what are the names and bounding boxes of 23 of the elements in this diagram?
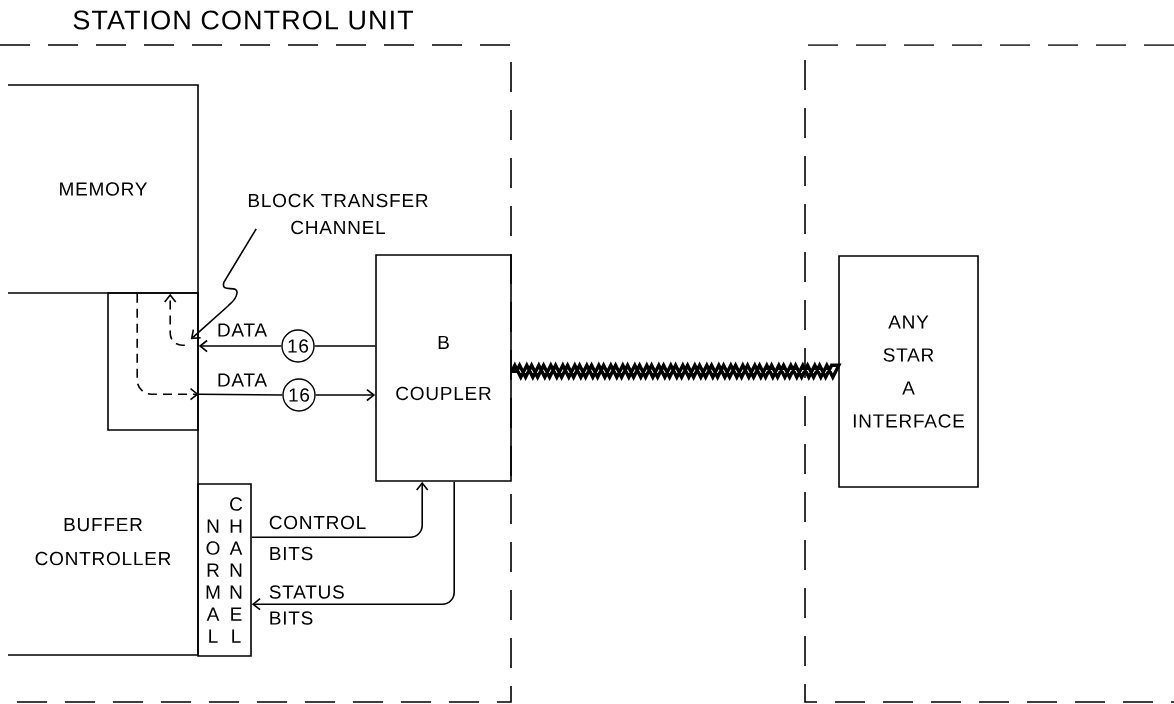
leader-line [190,228,257,340]
frame-title: STATION CONTROL UNIT [73,10,414,30]
arrow [198,339,283,353]
dashed-frame [804,44,1174,703]
connector-line [198,393,284,396]
connector-line [313,345,376,347]
cable [509,361,842,381]
arrow [314,388,376,402]
edge-label: STATUS BITS [269,585,344,625]
arrow [251,481,429,538]
interface-box: ANY STAR A INTERFACE [838,255,979,488]
edge-label: DATA [214,321,270,339]
arrow [251,481,455,611]
channel-box [107,292,199,431]
dashed-arrow [163,293,186,346]
channel-box: NORMAL CHANNEL [197,483,252,657]
edge-label: DATA [214,371,270,389]
callout-text: BLOCK TRANSFER CHANNEL [248,193,428,235]
edge-label: CONTROL BITS [269,515,366,561]
controller-box: BUFFER CONTROLLER [7,292,199,656]
coupler-box: B COUPLER [375,254,512,482]
memory-box: MEMORY [7,84,199,294]
dashed-arrow [136,293,199,401]
